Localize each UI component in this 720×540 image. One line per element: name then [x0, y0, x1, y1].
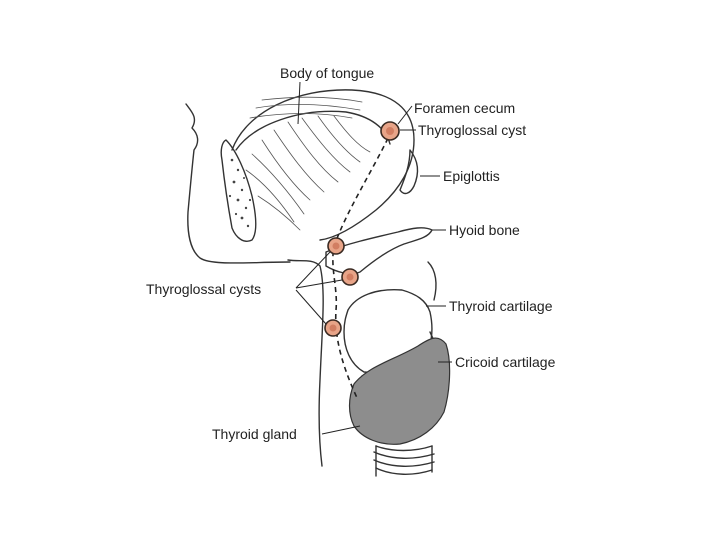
mandible-stipple [229, 159, 251, 228]
cyst-foramen-cecum [381, 122, 399, 140]
face-profile [186, 104, 290, 263]
epiglottis-shape [400, 150, 417, 193]
thyroid-cartilage-horn [428, 262, 436, 300]
leader-foramen-cecum [398, 106, 412, 124]
leader-cysts-lower [296, 290, 326, 324]
label-epiglottis: Epiglottis [443, 168, 500, 184]
thyroid-gland-shape [350, 338, 450, 444]
tongue-muscle-fibers [246, 97, 370, 230]
tongue-outline [232, 90, 414, 240]
tongue-dorsum [236, 111, 390, 150]
label-hyoid-bone: Hyoid bone [449, 222, 520, 238]
trachea-rings [374, 446, 434, 476]
leader-body-of-tongue [298, 82, 300, 124]
label-cricoid-cartilage: Cricoid cartilage [455, 354, 556, 370]
leader-thyroid-gland [322, 426, 360, 434]
label-thyroid-gland: Thyroid gland [212, 426, 297, 442]
label-thyroid-cartilage: Thyroid cartilage [449, 298, 553, 314]
label-foramen-cecum: Foramen cecum [414, 100, 515, 116]
thyroglossal-duct-tract [333, 130, 392, 400]
cyst-infrahyoid [325, 320, 341, 336]
mandible [221, 140, 256, 241]
cyst-hyoid [342, 269, 358, 285]
label-thyroglossal-cyst: Thyroglossal cyst [418, 122, 526, 138]
label-thyroglossal-cysts: Thyroglossal cysts [146, 281, 261, 297]
label-body-of-tongue: Body of tongue [280, 65, 374, 81]
cyst-suprahyoid [328, 238, 344, 254]
